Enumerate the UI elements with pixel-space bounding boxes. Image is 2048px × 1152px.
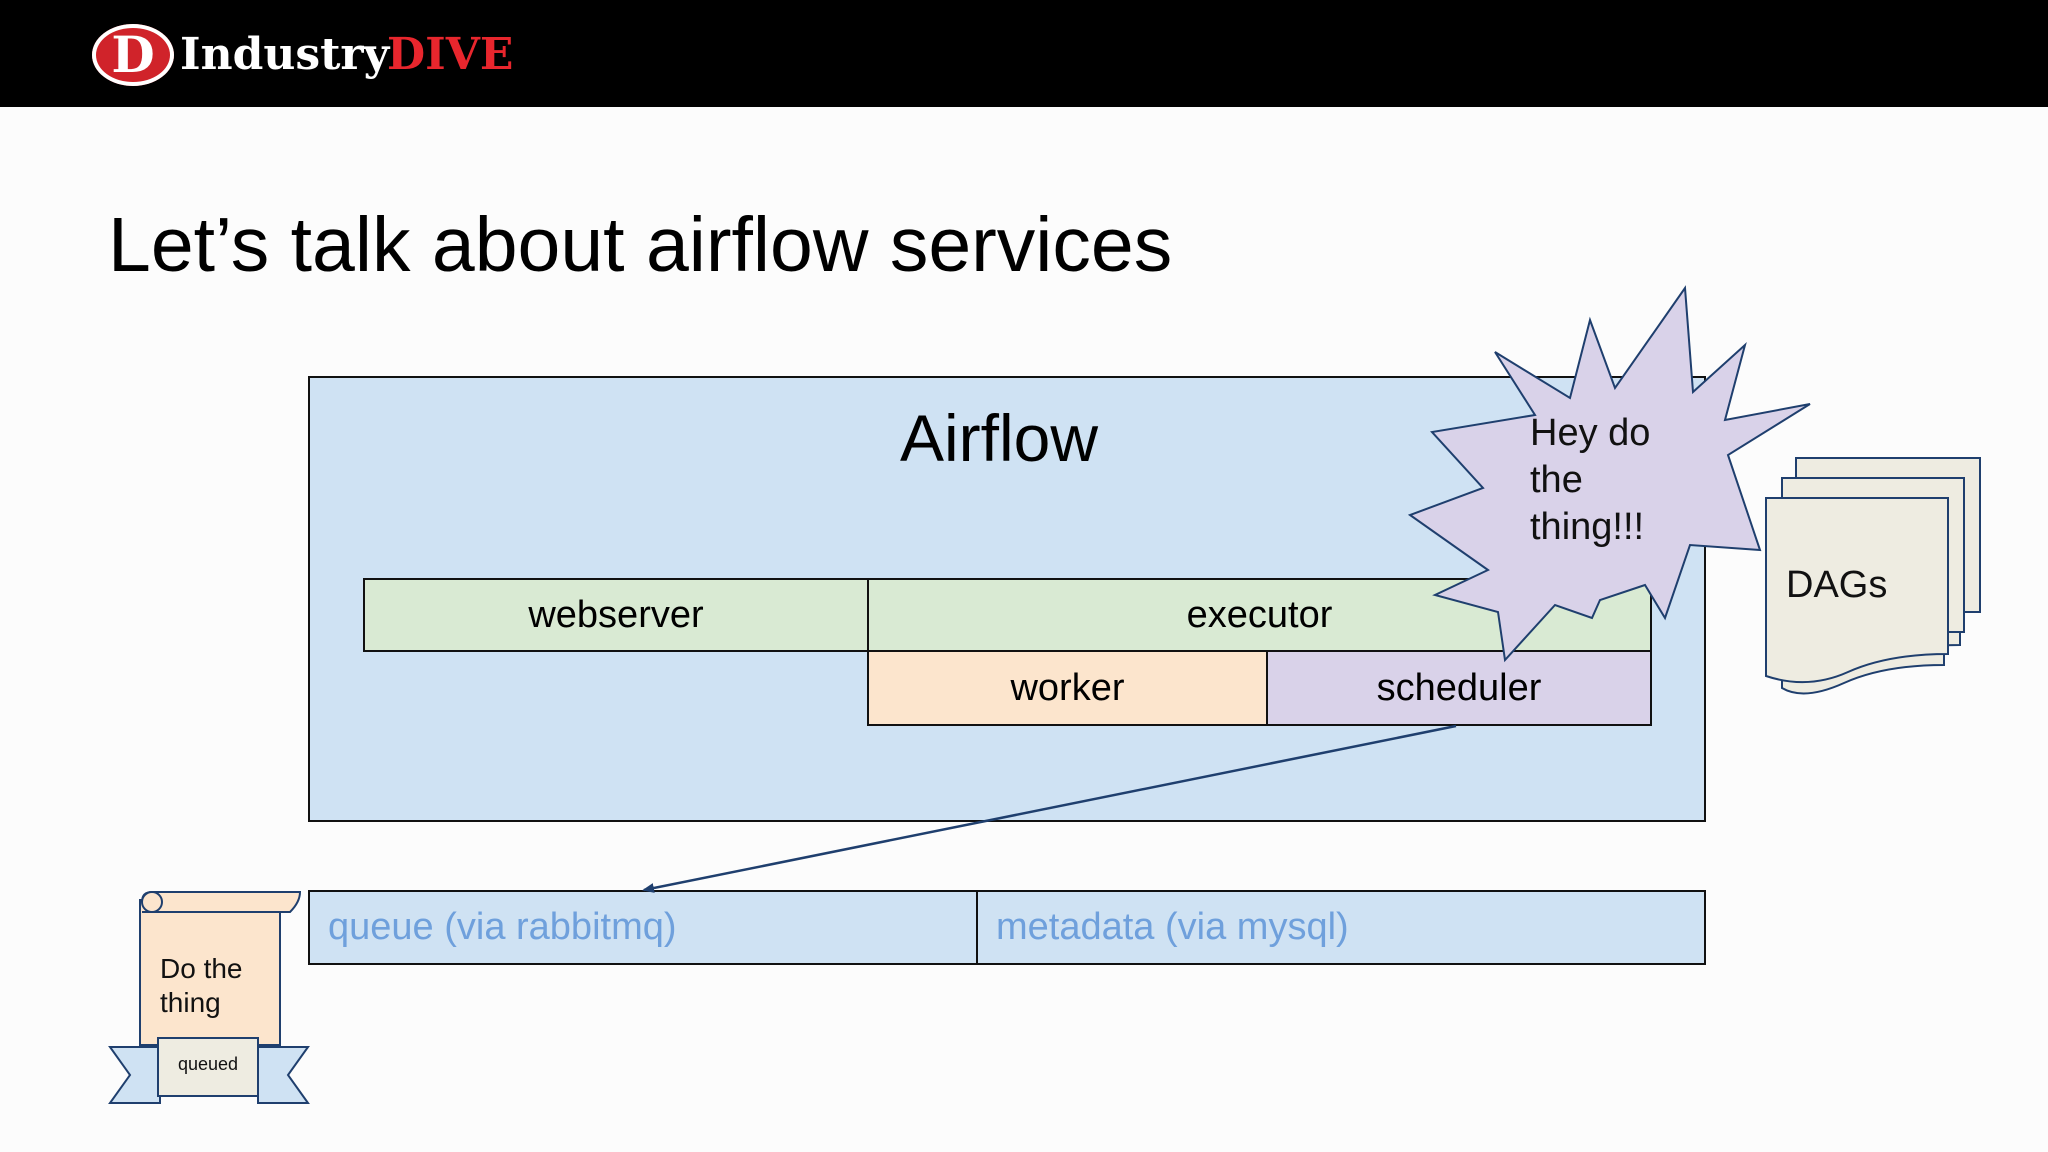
- slide-title: Let’s talk about airflow services: [108, 202, 1173, 288]
- starburst-callout-icon: [1407, 285, 1811, 663]
- worker-label: worker: [1010, 666, 1125, 709]
- task-scroll-icon: [108, 891, 310, 1104]
- dags-document-stack-icon: [1765, 457, 1981, 695]
- scheduler-box: scheduler: [1266, 650, 1652, 726]
- scheduler-to-queue-arrow: [642, 724, 1457, 893]
- scheduler-label: scheduler: [1376, 666, 1542, 709]
- industry-dive-logo-icon: D: [92, 24, 174, 86]
- task-status-label: queued: [177, 1054, 239, 1074]
- airflow-label: Airflow: [900, 401, 1099, 475]
- executor-label: executor: [1186, 593, 1333, 636]
- webserver-label: webserver: [528, 593, 704, 636]
- worker-box: worker: [867, 650, 1268, 726]
- logo-mark: D: [111, 25, 155, 84]
- task-text: Do the thing: [160, 953, 243, 1018]
- queue-box: queue (via rabbitmq): [308, 890, 978, 965]
- logo-word: Industry: [180, 29, 390, 80]
- dags-label: DAGs: [1786, 564, 1888, 606]
- logo-accent: DIVE: [387, 29, 514, 80]
- queue-label: queue (via rabbitmq): [328, 906, 677, 948]
- callout-text: Hey do the thing!!!: [1530, 412, 1651, 548]
- header-bar: D Industry DIVE: [0, 0, 2048, 107]
- webserver-box: webserver: [363, 578, 869, 652]
- metadata-label: metadata (via mysql): [996, 906, 1349, 948]
- metadata-box: metadata (via mysql): [976, 890, 1706, 965]
